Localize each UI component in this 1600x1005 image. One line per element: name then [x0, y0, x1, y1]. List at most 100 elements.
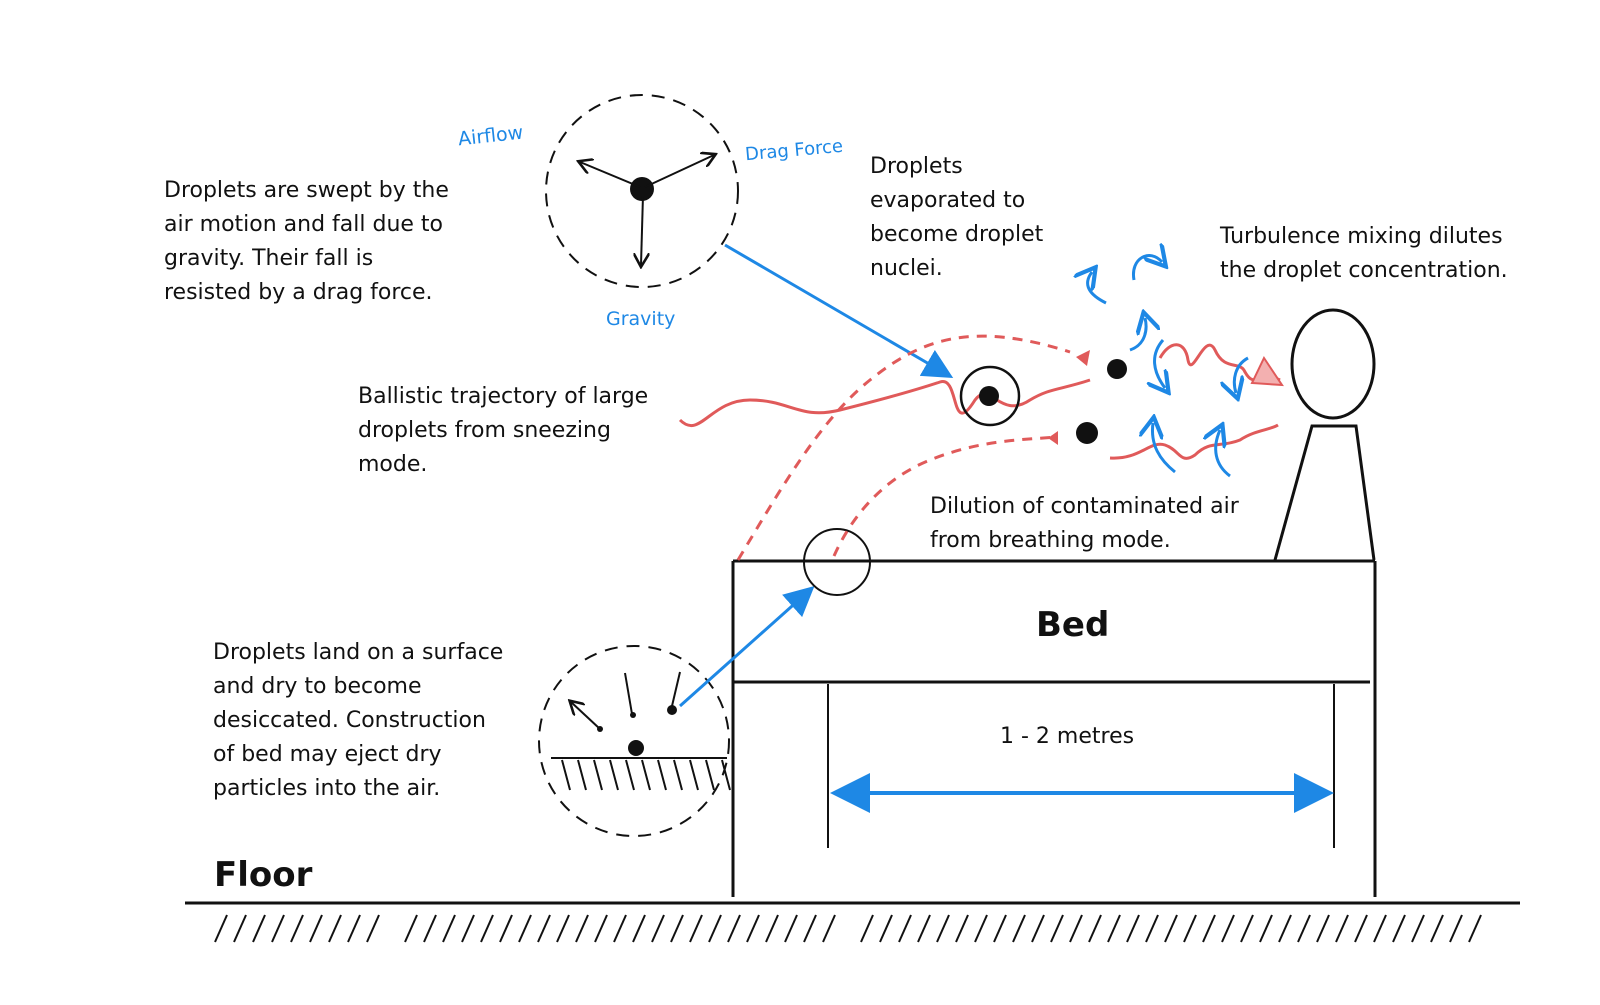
- floor-hatch-line: [784, 914, 798, 943]
- droplet-nucleus-1: [1107, 359, 1127, 379]
- floor-hatch-line: [651, 914, 665, 943]
- floor-hatch-line: [1278, 914, 1292, 943]
- floor-hatch-line: [1202, 914, 1216, 943]
- curl-arrow-7: [1216, 430, 1231, 478]
- landing-zoom-circle: [538, 645, 731, 837]
- floor-hatch-line: [1297, 914, 1311, 943]
- surface-hatch-line: [609, 759, 619, 791]
- floor-hatch-line: [936, 914, 950, 943]
- label-gravity: Gravity: [606, 308, 676, 330]
- floor-hatch-line: [1145, 914, 1159, 943]
- note-swept-by-air: Droplets are swept by the air motion and…: [164, 178, 449, 305]
- floor-hatch-line: [518, 914, 532, 943]
- ejected-particle-arrow: [571, 702, 601, 730]
- floor-hatch-line: [575, 914, 589, 943]
- person: [1273, 308, 1376, 561]
- bed-surface-circle: [803, 528, 871, 596]
- floor-hatch-line: [1088, 914, 1102, 943]
- landed-droplet: [628, 740, 644, 756]
- surface-hatching: [561, 759, 731, 791]
- floor-hatch-line: [1183, 914, 1197, 943]
- floor-hatch-line: [1354, 914, 1368, 943]
- floor-hatch-line: [860, 914, 874, 943]
- evaporation-zoom-circle: [959, 365, 1021, 427]
- floor-hatch-line: [1012, 914, 1026, 943]
- sneeze-source-triangle: [1250, 355, 1284, 387]
- floor-hatch-line: [1373, 914, 1387, 943]
- breathing-streams: [678, 343, 1281, 460]
- ballistic-arrowhead-2: [1048, 431, 1058, 445]
- note-ballistic: Ballistic trajectory of large droplets f…: [358, 384, 649, 477]
- floor-hatch-line: [1050, 914, 1064, 943]
- floor-hatch-line: [442, 914, 456, 943]
- floor-hatch-line: [1069, 914, 1083, 943]
- floor-hatch-line: [328, 914, 342, 943]
- floor-hatch-line: [1126, 914, 1140, 943]
- floor-hatch-line: [290, 914, 304, 943]
- label-floor: Floor: [214, 855, 313, 895]
- floor-hatch-line: [898, 914, 912, 943]
- curl-arrow-4: [1155, 339, 1165, 388]
- floor-hatch-line: [879, 914, 893, 943]
- floor-hatch-line: [1316, 914, 1330, 943]
- ballistic-arrowhead-1: [1076, 350, 1090, 366]
- surface-hatch-line: [657, 759, 667, 791]
- drag-force-arrow: [644, 155, 714, 188]
- floor-hatch-line: [423, 914, 437, 943]
- floor-hatch-line: [214, 914, 228, 943]
- floor-hatch-line: [594, 914, 608, 943]
- floor-hatch-line: [271, 914, 285, 943]
- floor-hatch-line: [974, 914, 988, 943]
- label-bed: Bed: [1036, 605, 1110, 645]
- gravity-arrow: [641, 194, 643, 265]
- floor-hatch-line: [1221, 914, 1235, 943]
- floor-hatch-line: [613, 914, 627, 943]
- floor-hatch-line: [765, 914, 779, 943]
- note-evaporated: Droplets evaporated to become droplet nu…: [870, 154, 1044, 281]
- floor-hatch-line: [1259, 914, 1273, 943]
- floor-hatch-line: [404, 914, 418, 943]
- surface-hatch-line: [673, 759, 683, 791]
- floor-hatch-line: [1031, 914, 1045, 943]
- floor-hatch-line: [746, 914, 760, 943]
- floor-hatch-line: [499, 914, 513, 943]
- floor-hatch-line: [689, 914, 703, 943]
- floor-hatch-line: [480, 914, 494, 943]
- pointer-arrow-landing: [679, 586, 815, 708]
- curl-arrow-2: [1132, 256, 1162, 281]
- surface-hatch-line: [721, 759, 731, 791]
- droplet-nucleus-2: [1076, 422, 1098, 444]
- curl-arrow-1: [1088, 272, 1107, 305]
- floor-hatch-line: [1335, 914, 1349, 943]
- curl-arrow-5: [1234, 356, 1249, 393]
- floor-hatch-line: [233, 914, 247, 943]
- surface-hatch-line: [705, 759, 715, 791]
- surface-hatch-line: [625, 759, 635, 791]
- floor-hatch-line: [556, 914, 570, 943]
- floor-hatch-line: [1411, 914, 1425, 943]
- floor-hatch-line: [727, 914, 741, 943]
- curl-arrow-6: [1152, 423, 1176, 474]
- curl-arrow-3: [1129, 318, 1146, 352]
- surface-hatch-line: [689, 759, 699, 791]
- floor-hatch-line: [1468, 914, 1482, 943]
- floor-hatch-line: [670, 914, 684, 943]
- floor-hatch-line: [1164, 914, 1178, 943]
- floor-hatch-line: [955, 914, 969, 943]
- floor-hatch-line: [537, 914, 551, 943]
- forces-zoom-circle: [545, 94, 739, 288]
- droplet-dot: [630, 177, 654, 201]
- floor-hatch-line: [1240, 914, 1254, 943]
- floor-hatch-line: [252, 914, 266, 943]
- floor-hatch-line: [1430, 914, 1444, 943]
- bed: [731, 559, 1377, 897]
- floor-hatch-line: [917, 914, 931, 943]
- floor-hatch-line: [1392, 914, 1406, 943]
- surface-hatch-line: [641, 759, 651, 791]
- floor-hatch-line: [1107, 914, 1121, 943]
- floor-hatch-line: [347, 914, 361, 943]
- note-turbulence: Turbulence mixing dilutes the droplet co…: [1220, 224, 1508, 283]
- floor-hatch-line: [822, 914, 836, 943]
